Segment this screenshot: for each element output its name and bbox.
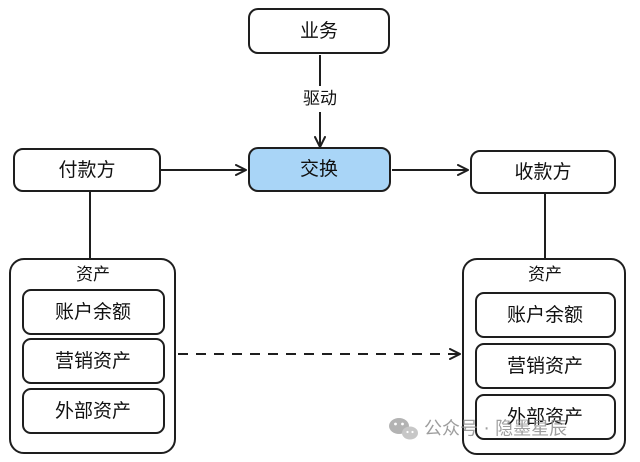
payer-node — [13, 148, 161, 192]
assets-right-item-marketing-assets — [475, 343, 616, 389]
assets-left-item-label: 账户余额 — [55, 301, 131, 323]
business-node-label: 业务 — [300, 20, 338, 42]
assets-right-item-external-assets — [475, 394, 616, 440]
payer-node-label: 付款方 — [58, 159, 115, 181]
assets-left-title: 资产 — [76, 265, 110, 285]
payee-node-label: 收款方 — [514, 161, 571, 183]
assets-right-title: 资产 — [528, 265, 562, 285]
assets-left-item-marketing-assets — [22, 338, 165, 384]
wechat-icon — [389, 418, 418, 440]
assets-right-item-account-balance — [475, 292, 616, 338]
assets-left-item-account-balance — [22, 289, 165, 335]
exchange-node-label: 交换 — [300, 158, 338, 180]
assets-right-item-label: 账户余额 — [507, 304, 583, 326]
assets-left-item-label: 营销资产 — [55, 350, 131, 372]
watermark-text: 公众号 · 隐墨星辰 — [424, 419, 567, 440]
assets-left-item-label: 外部资产 — [55, 400, 131, 422]
assets-right-item-label: 营销资产 — [507, 355, 583, 377]
assets-right-item-label: 外部资产 — [507, 406, 583, 428]
assets-left-item-external-assets — [22, 388, 165, 434]
drive-label: 驱动 — [303, 89, 337, 109]
business-node — [248, 8, 390, 54]
drive-label-bg — [296, 86, 344, 112]
exchange-node — [248, 147, 391, 192]
payee-node — [470, 150, 616, 194]
